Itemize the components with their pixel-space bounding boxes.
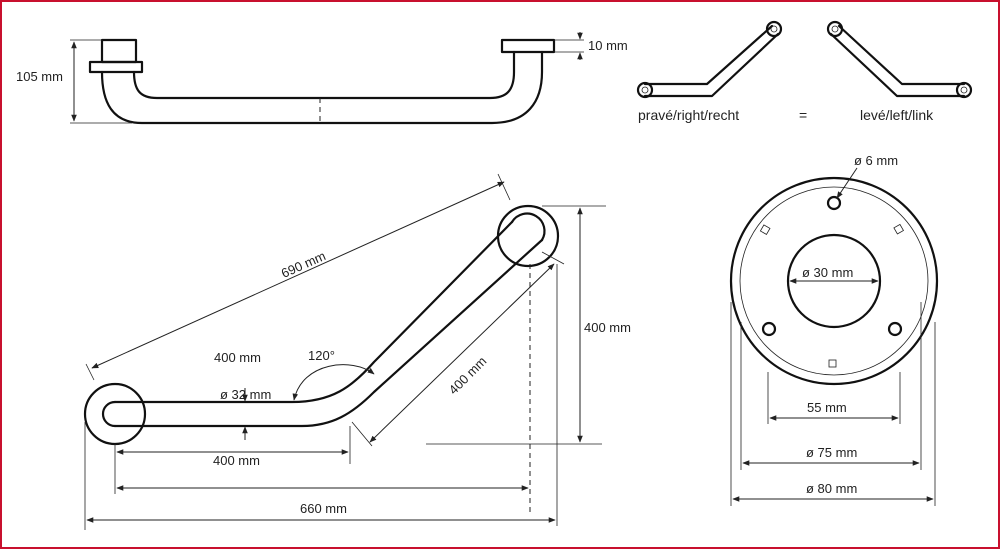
front-tube-upper (113, 220, 514, 404)
equals-sign: = (799, 107, 807, 123)
flange-inner-circle (739, 186, 929, 376)
arm-label: 400 mm (446, 354, 490, 398)
diagonal-label: 690 mm (279, 248, 328, 281)
front-right-flange (496, 204, 560, 268)
side-left-flange (88, 60, 144, 74)
hole-right (887, 321, 903, 337)
bottom-length-label: 400 mm (213, 453, 260, 468)
inner-label: ø 75 mm (806, 445, 857, 460)
hole-label: ø 6 mm (854, 153, 898, 168)
left-version-icon (826, 20, 973, 99)
outer-label: ø 80 mm (806, 481, 857, 496)
tube-diameter-label: ø 32 mm (220, 387, 271, 402)
front-left-flange (83, 382, 147, 446)
hole-left (761, 321, 777, 337)
side-tube-outer (100, 50, 544, 125)
side-right-flange (500, 38, 556, 54)
hole-leader (836, 167, 858, 199)
flange-outer-circle (729, 176, 939, 386)
angle-label: 120° (308, 348, 335, 363)
front-tube-lower (113, 238, 544, 428)
holes-label: 55 mm (807, 400, 847, 415)
left-version-label: levé/left/link (860, 107, 934, 123)
top-length-label: 400 mm (214, 350, 261, 365)
side-view: 105 mm 10 mm (16, 32, 628, 125)
side-left-mount (100, 38, 138, 64)
total-label: 660 mm (300, 501, 347, 516)
diagonal-dim-line (91, 181, 505, 369)
vertical-label: 400 mm (584, 320, 631, 335)
right-version-icon (636, 20, 783, 99)
right-version-label: pravé/right/recht (638, 107, 739, 123)
center-label: ø 30 mm (802, 265, 853, 280)
side-height-label: 105 mm (16, 69, 63, 84)
hole-top (826, 195, 842, 211)
side-flange-label: 10 mm (588, 38, 628, 53)
flange-center-hole (786, 233, 882, 329)
angle-arc (292, 364, 375, 401)
flange-view: ø 6 mm ø 30 mm 55 mm ø 75 mm ø 80 mm (729, 153, 939, 506)
side-tube-inner (132, 50, 516, 100)
arm-dim-line (369, 263, 555, 443)
front-view: 690 mm 400 mm 120° ø 32 mm 400 mm 400 mm… (83, 173, 631, 530)
orientation-icons: pravé/right/recht = levé/left/link (636, 20, 973, 123)
